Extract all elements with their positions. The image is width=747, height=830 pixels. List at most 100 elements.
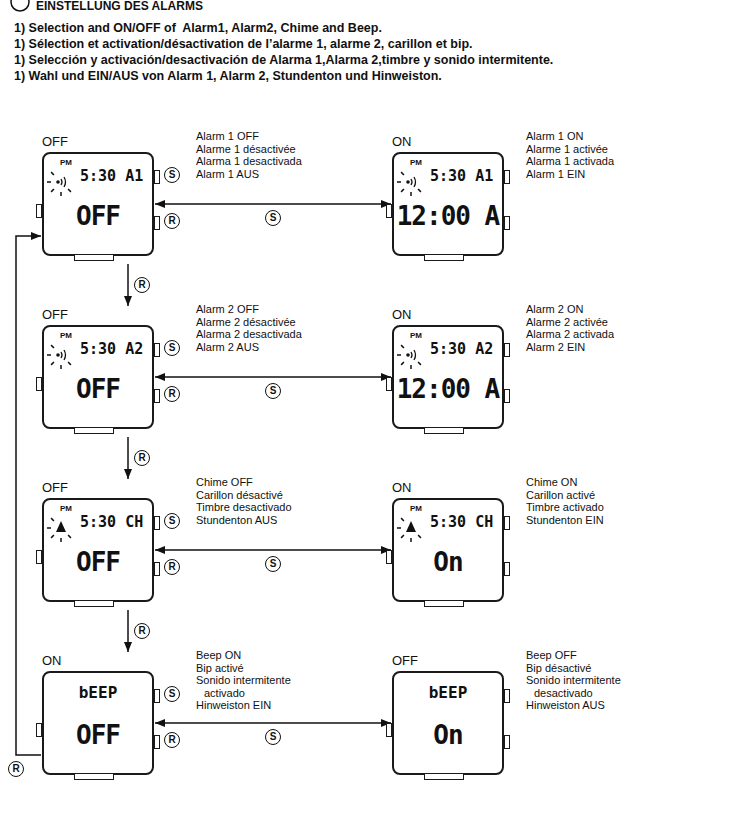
flash-ray [47, 354, 51, 356]
button-symbol: R [134, 623, 150, 639]
flash-ray [68, 535, 71, 538]
description-line: Sonido intermitente desactivado [526, 674, 654, 699]
description-line: Alarme 2 activée [526, 316, 654, 329]
flash-ray [51, 518, 54, 521]
watch-button [504, 516, 510, 530]
watch-button [386, 377, 392, 391]
watch-body: PM5:30 A2OFF [42, 325, 154, 429]
state-heading: ON [392, 307, 504, 325]
button-symbol: R [134, 450, 150, 466]
watch-button [504, 689, 510, 703]
main-readout: OFF [46, 546, 150, 578]
main-readout: On [396, 546, 500, 578]
button-symbol: S [164, 686, 180, 702]
watch-button [36, 723, 42, 737]
watch-strap-tab [424, 255, 464, 261]
description-line: Alarma 1 desactivada [196, 155, 324, 168]
button-symbol: R [164, 732, 180, 748]
watch-strap-tab [74, 774, 114, 780]
flash-ray [401, 345, 404, 348]
description-line: Alarme 1 désactivée [196, 143, 324, 156]
flash-ray [401, 518, 404, 521]
button-symbol: S [164, 340, 180, 356]
flash-ray [60, 365, 62, 369]
description-line: Stundenton EIN [526, 514, 654, 527]
main-readout: 12:00 A [396, 373, 500, 405]
mode-readout: bEEP [394, 683, 502, 702]
description-line: Chime OFF [196, 476, 324, 489]
chime-icon [47, 510, 77, 542]
button-symbol: S [265, 383, 281, 399]
description-line: Hinweiston AUS [526, 699, 654, 712]
description-line: Alarme 1 activée [526, 143, 654, 156]
description-line: Sonido intermitente activado [196, 674, 324, 699]
flash-ray [410, 192, 412, 196]
watch-button [36, 377, 42, 391]
description-line: Alarma 2 activada [526, 328, 654, 341]
watch-button [36, 550, 42, 564]
button-symbol: S [265, 210, 281, 226]
description-line: Alarm 2 AUS [196, 341, 324, 354]
flash-ray [51, 345, 54, 348]
watch-button [154, 516, 160, 530]
time-readout: 5:30 CH [80, 513, 143, 531]
state-description: Alarm 1 ONAlarme 1 activéeAlarma 1 activ… [526, 130, 654, 180]
button-symbol: R [164, 213, 180, 229]
flash-ray [418, 362, 421, 365]
main-readout: 12:00 A [396, 200, 500, 232]
alarm-dot [56, 353, 60, 357]
instruction-line: 1) Selección y activación/desactivación … [14, 52, 583, 68]
time-readout: 5:30 A1 [430, 167, 493, 185]
watch-strap-tab [424, 428, 464, 434]
time-readout: 5:30 A1 [80, 167, 143, 185]
flash-ray [51, 172, 54, 175]
description-line: Bip activé [196, 662, 324, 675]
main-readout: OFF [46, 373, 150, 405]
alarm-icon [397, 337, 427, 369]
watch-button [386, 723, 392, 737]
watch-display: ONPM5:30 CHOn [392, 480, 504, 609]
alarm-icon [397, 164, 427, 196]
time-readout: 5:30 A2 [80, 340, 143, 358]
watch-button [154, 735, 160, 749]
watch-button [154, 216, 160, 230]
watch-strap-tab [74, 255, 114, 261]
flash-ray [68, 362, 71, 365]
flash-ray [51, 362, 54, 365]
flash-ray [47, 527, 51, 529]
watch-display: OFFPM5:30 A1OFF [42, 134, 154, 263]
button-symbol: S [164, 513, 180, 529]
watch-display: OFFPM5:30 A2OFF [42, 307, 154, 436]
state-description: Beep OFFBip désactivéSonido intermitente… [526, 649, 654, 712]
description-line: Bip désactivé [526, 662, 654, 675]
description-line: Alarma 2 desactivada [196, 328, 324, 341]
watch-strap-tab [74, 428, 114, 434]
state-heading: ON [392, 134, 504, 152]
connector-arrow [155, 376, 391, 378]
description-line: Beep ON [196, 649, 324, 662]
watch-button [154, 689, 160, 703]
flash-ray [418, 535, 421, 538]
state-description: Alarm 2 OFFAlarme 2 désactivéeAlarma 2 d… [196, 303, 324, 353]
alarm-dot [406, 353, 410, 357]
description-line: Beep OFF [526, 649, 654, 662]
description-line: Carillon désactivé [196, 489, 324, 502]
state-description: Chime ONCarillon activéTimbre activadoSt… [526, 476, 654, 526]
watch-body: PM5:30 A1OFF [42, 152, 154, 256]
description-line: Timbre activado [526, 501, 654, 514]
watch-button [504, 562, 510, 576]
flash-ray [401, 189, 404, 192]
alarm-wave [414, 350, 416, 360]
bell-shape [406, 521, 416, 532]
watch-button [154, 343, 160, 357]
description-line: Alarm 1 ON [526, 130, 654, 143]
instruction-block: 1) Selection and ON/OFF of Alarm1, Alarm… [14, 20, 583, 84]
watch-button [504, 735, 510, 749]
button-symbol: R [164, 559, 180, 575]
flash-ray [401, 362, 404, 365]
watch-body: PM5:30 A112:00 A [392, 152, 504, 256]
button-symbol: R [164, 386, 180, 402]
alarm-wave [414, 177, 416, 187]
alarm-icon [47, 337, 77, 369]
alarm-wave [411, 352, 412, 358]
